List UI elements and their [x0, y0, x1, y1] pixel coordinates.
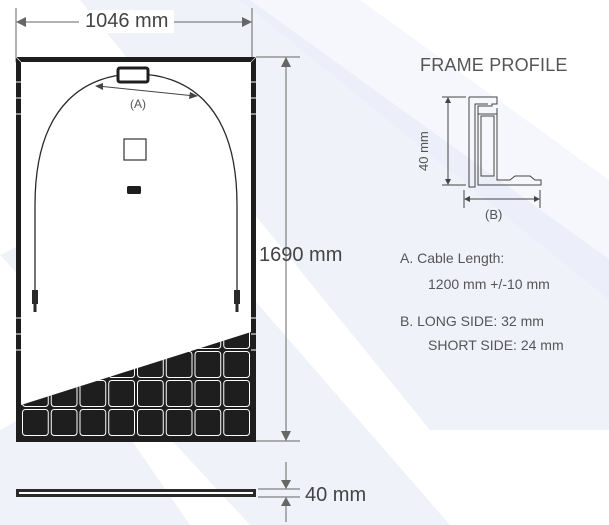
solar-cell	[194, 351, 222, 378]
solar-cell	[50, 409, 78, 436]
solar-cell	[22, 409, 49, 436]
solar-cell	[165, 409, 193, 436]
solar-cell	[137, 380, 164, 407]
solar-cell	[137, 409, 164, 436]
frame-profile-drawing	[442, 96, 542, 208]
solar-cell	[223, 380, 250, 407]
connector-left	[32, 290, 38, 312]
solar-cell	[223, 409, 250, 436]
junction-box	[116, 66, 150, 84]
solar-cell	[108, 409, 135, 436]
height-dimension	[256, 56, 300, 442]
grounding-hole	[127, 186, 141, 194]
thickness-label: 40 mm	[305, 484, 367, 506]
cable-length-arrow	[95, 83, 198, 99]
solar-cell	[194, 409, 222, 436]
solar-cell	[194, 380, 222, 407]
spec-a-value: 1200 mm +/-10 mm	[428, 276, 550, 292]
solar-cell	[223, 351, 250, 378]
spec-b-long: B. LONG SIDE: 32 mm	[400, 313, 544, 329]
cable-length-marker: (A)	[130, 97, 146, 111]
thickness-dimension	[258, 462, 300, 522]
spec-a-title: A. Cable Length:	[400, 250, 505, 266]
frame-profile-arrows	[445, 97, 540, 202]
frame-profile-width-label: (B)	[485, 207, 503, 222]
frame-profile-height-label: 40 mm	[416, 131, 431, 171]
panel-side-view	[16, 489, 256, 497]
solar-cell	[108, 380, 135, 407]
connector-right	[234, 290, 240, 312]
solar-cell	[165, 380, 193, 407]
width-label: 1046 mm	[79, 10, 175, 33]
solar-cell	[79, 409, 107, 436]
spec-b-short: SHORT SIDE: 24 mm	[428, 337, 564, 353]
label-plate	[123, 138, 147, 161]
height-label: 1690 mm	[259, 244, 343, 266]
frame-profile-title: FRAME PROFILE	[420, 55, 568, 75]
